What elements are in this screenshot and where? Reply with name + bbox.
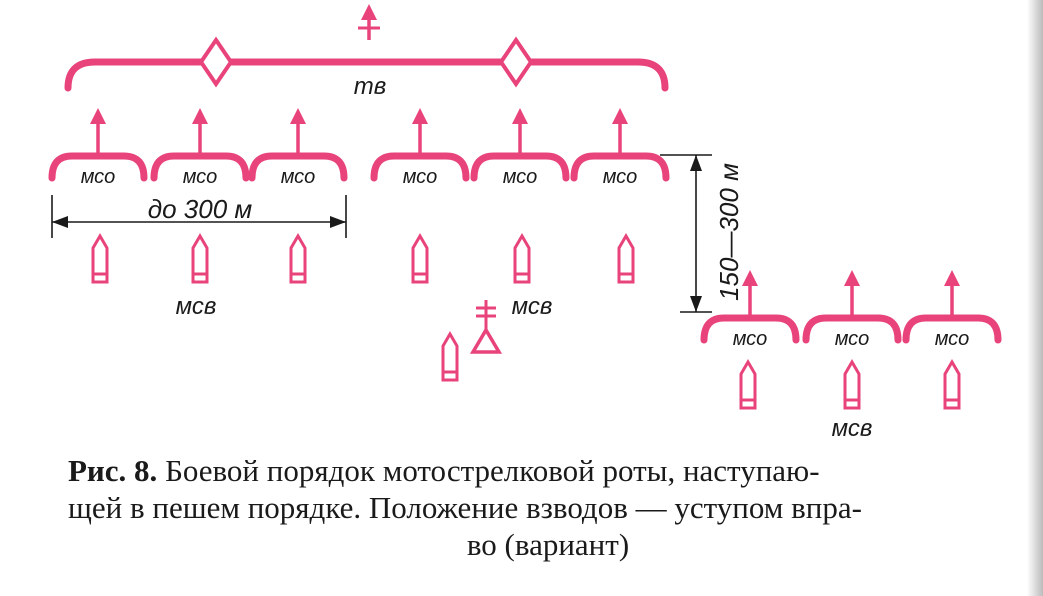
frontage-arrow-left [52, 216, 68, 228]
squad-symbol-7 [700, 314, 800, 344]
arrow-head [412, 108, 428, 124]
tank-diamond-left [198, 36, 234, 88]
vehicle-body [617, 233, 635, 284]
squad-label: мсо [183, 166, 218, 188]
offset-arrow-bottom [690, 296, 702, 312]
frontage-arrow-right [330, 216, 346, 228]
arrow-head [944, 270, 960, 286]
squad-arrow [290, 108, 306, 154]
vehicle-body [191, 233, 209, 284]
squad-symbol-9 [902, 314, 1002, 344]
squad-arrow [192, 108, 208, 154]
squad-symbol-5 [470, 152, 570, 182]
arrow-head [361, 4, 377, 20]
figure-number: Рис. 8. [68, 453, 158, 488]
vehicle-body [513, 233, 531, 284]
squad-label: мсо [935, 328, 970, 350]
tank-diamond-right [498, 36, 534, 88]
vehicle-symbol-6 [617, 233, 635, 284]
offset-arrow-top [690, 155, 702, 171]
vehicle-body [441, 331, 459, 382]
squad-arrow [844, 270, 860, 316]
arrow-head [90, 108, 106, 124]
vehicle-symbol-5 [513, 233, 531, 284]
squad-arrow [742, 270, 758, 316]
squad-arc [802, 314, 902, 344]
squad-label: мсо [503, 166, 538, 188]
squad-symbol-2 [150, 152, 250, 182]
arrow-head [844, 270, 860, 286]
squad-label: мсо [403, 166, 438, 188]
arrow-head [290, 108, 306, 124]
vehicle-symbol-4 [411, 233, 429, 284]
arrow-head [612, 108, 628, 124]
frontage-label: до 300 м [148, 194, 253, 224]
squad-arc [700, 314, 800, 344]
arrow-head [192, 108, 208, 124]
commander-triangle [469, 326, 503, 354]
squad-arrow [90, 108, 106, 154]
squad-symbol-8 [802, 314, 902, 344]
squad-arrow [412, 108, 428, 154]
squad-label: мсо [733, 328, 768, 350]
vehicle-symbol-2 [191, 233, 209, 284]
platoon-label-1: мсв [176, 293, 217, 320]
vehicle-symbol-1 [91, 233, 109, 284]
squad-label: мсо [281, 166, 316, 188]
offset-label: 150—300 м [714, 163, 744, 301]
squad-arc [902, 314, 1002, 344]
vehicle-body [289, 233, 307, 284]
squad-arc [470, 152, 570, 182]
vehicle-symbol-3 [289, 233, 307, 284]
arrow-head [512, 108, 528, 124]
arrow-head [742, 270, 758, 286]
squad-symbol-6 [570, 152, 670, 182]
tank-platoon-arrow [361, 4, 377, 40]
squad-arc [370, 152, 470, 182]
squad-arrow [612, 108, 628, 154]
squad-arc [150, 152, 250, 182]
squad-symbol-3 [248, 152, 348, 182]
platoon-label-2: мсв [512, 293, 553, 320]
squad-arrow [512, 108, 528, 154]
caption-line-3: во (вариант) [466, 527, 630, 562]
vehicle-symbol-10 [943, 359, 961, 410]
tank-platoon-bracket [64, 58, 669, 92]
squad-label: мсо [81, 166, 116, 188]
squad-symbol-4 [370, 152, 470, 182]
caption-line-2: щей в пешем порядке. Положение взводов —… [68, 490, 862, 525]
vehicle-symbol-9 [843, 359, 861, 410]
tank-platoon-label: тв [354, 73, 387, 100]
vehicle-symbol-8 [739, 359, 757, 410]
vehicle-body [843, 359, 861, 410]
figure-caption: Рис. 8. Боевой порядок мотострелковой ро… [68, 452, 1028, 563]
caption-line-1: Рис. 8. Боевой порядок мотострелковой ро… [68, 452, 1028, 489]
vehicle-body [943, 359, 961, 410]
caption-text-1: Боевой порядок мотострелковой роты, наст… [165, 453, 820, 488]
vehicle-symbol-7 [441, 331, 459, 382]
squad-label: мсо [835, 328, 870, 350]
platoon-label-3: мсв [832, 415, 873, 442]
squad-arc [570, 152, 670, 182]
squad-symbol-1 [48, 152, 148, 182]
vehicle-body [739, 359, 757, 410]
squad-arrow [944, 270, 960, 316]
squad-arc [248, 152, 348, 182]
squad-label: мсо [603, 166, 638, 188]
company-commander-symbol [469, 300, 503, 354]
squad-arc [48, 152, 148, 182]
vehicle-body [411, 233, 429, 284]
vehicle-body [91, 233, 109, 284]
